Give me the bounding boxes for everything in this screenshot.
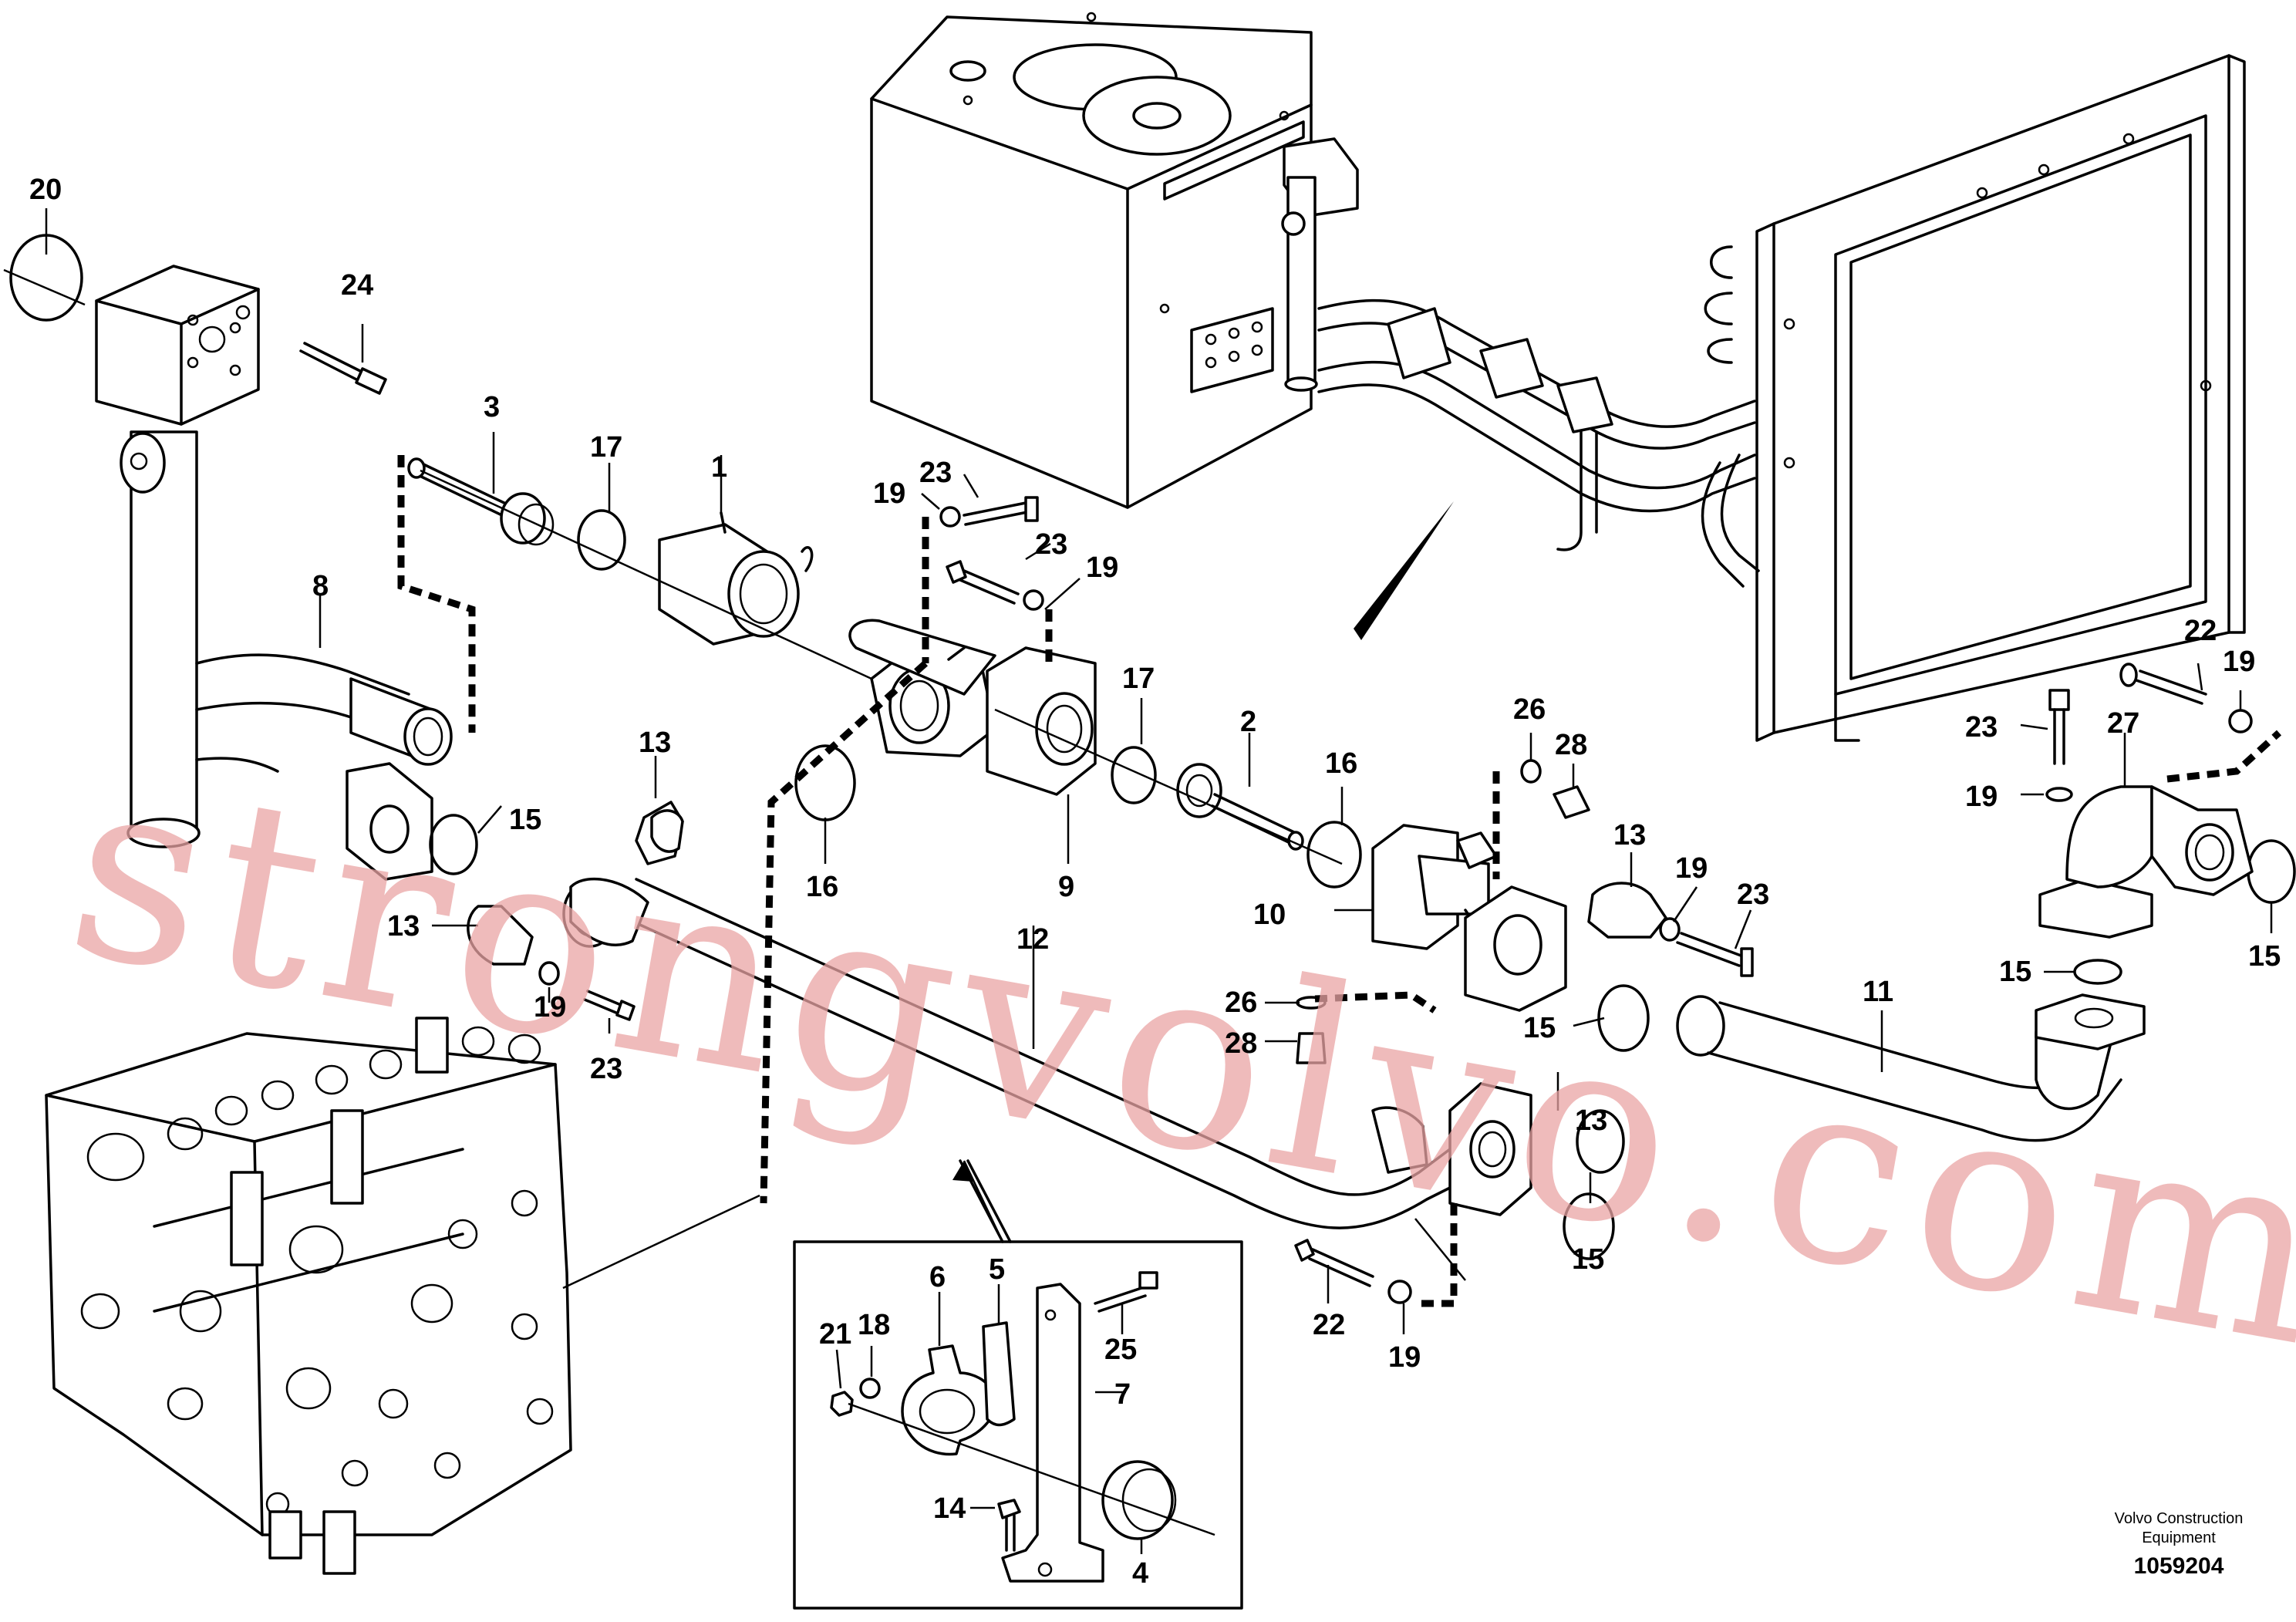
callout-19: 19 [1965,781,1998,813]
elbow-27 [2038,733,2254,939]
callout-23: 23 [1965,711,1998,744]
check-valve-10 [1334,824,1512,969]
callout-5: 5 [989,1253,1005,1286]
callout-8: 8 [312,570,329,602]
document-number: 1059204 [2134,1553,2224,1579]
centerline-a [420,469,872,680]
callout-26: 26 [1513,693,1546,726]
callout-22: 22 [2184,615,2217,647]
callout-19: 19 [2223,646,2255,678]
callout-19: 19 [534,991,566,1023]
control-valve-block [45,1017,760,1575]
callout-22: 22 [1313,1309,1345,1341]
o-ring-16-right [1306,787,1362,889]
callout-3: 3 [484,391,500,423]
callout-18: 18 [858,1309,890,1341]
hose-8 [120,430,453,848]
callout-19: 19 [873,477,905,510]
o-ring-17-right [1111,698,1157,804]
callout-19: 19 [1086,551,1118,584]
callout-15: 15 [1523,1012,1556,1044]
callout-25: 25 [1104,1334,1137,1366]
callout-10: 10 [1253,899,1286,931]
hydraulic-tank [870,12,1313,509]
screw-14 [970,1499,1021,1552]
centerline-d [848,1402,1215,1536]
callout-28: 28 [1555,729,1587,761]
callout-12: 12 [1017,923,1049,956]
callout-9: 9 [1058,871,1074,903]
cooler-hoses [1281,137,1760,588]
callout-16: 16 [806,871,838,903]
centerline-b [994,708,1343,865]
callout-13: 13 [1613,819,1646,851]
caption-line-2: Equipment [2142,1529,2216,1546]
flange-clamp-13-center [1464,852,1754,1012]
callout-15: 15 [509,804,541,836]
callout-20: 20 [29,174,62,206]
screw-22-19-bottom [1294,1239,1412,1334]
callout-17: 17 [590,431,622,464]
bracket-7 [1001,1283,1126,1583]
screw-24 [299,324,387,395]
callout-23: 23 [590,1053,622,1085]
callout-6: 6 [929,1261,946,1293]
callout-15: 15 [1572,1243,1604,1276]
caption-line-1: Volvo Construction [2115,1510,2244,1527]
callout-23: 23 [1737,878,1769,911]
pipe-12 [569,877,1559,1229]
callout-19: 19 [1675,852,1708,885]
callout-14: 14 [933,1492,966,1525]
tee-fitting-9 [848,619,1097,864]
callout-13: 13 [1575,1104,1607,1137]
o-ring-20 [3,208,86,322]
callout-23: 23 [919,457,952,489]
publisher-caption: Volvo Construction Equipment 1059204 [2115,1510,2244,1579]
screw-22-19-right [2020,663,2253,802]
callout-27: 27 [2107,707,2139,740]
screw-25 [1094,1271,1158,1334]
nut-21-washer-18 [830,1346,881,1417]
sleeve-4 [1101,1460,1177,1554]
callout-1: 1 [711,451,727,484]
callout-23: 23 [1035,528,1067,561]
callout-13: 13 [387,910,420,943]
fitting-3 [407,432,555,546]
o-ring-15-bottom [1563,1192,1615,1260]
callout-7: 7 [1114,1378,1131,1411]
o-ring-16-left [794,744,856,864]
callout-11: 11 [1863,976,1893,1008]
callout-15: 15 [2248,940,2281,973]
callout-labels: 20 24 3 17 1 23 19 23 19 8 17 2 26 28 13… [29,174,2281,1590]
oil-cooler [1704,54,2246,742]
callout-26: 26 [1225,986,1257,1019]
pipe-11 [1676,993,2146,1142]
callout-24: 24 [341,269,373,302]
callout-16: 16 [1325,747,1357,780]
callout-15: 15 [1999,956,2031,988]
bracket-5 [982,1284,1016,1427]
callout-13: 13 [639,727,671,759]
callout-21: 21 [819,1318,851,1351]
connection-dashes [397,455,2282,1307]
fitting-2 [1176,733,1304,851]
o-ring-15-group [1573,839,2296,1203]
detail-inset [793,1159,1243,1610]
callout-19: 19 [1388,1341,1421,1374]
o-ring-17-left [577,463,626,571]
screw-23-right [946,542,1081,611]
callout-4: 4 [1132,1557,1148,1590]
direction-arrow [1354,501,1454,640]
clamp-coupling-1 [658,455,814,646]
plug-28-bottom [1265,996,1327,1064]
screw-23-top [921,474,1039,528]
callout-2: 2 [1240,706,1256,738]
callout-17: 17 [1122,663,1155,695]
plug-28-top [1520,733,1590,819]
pressure-block [95,265,260,426]
clamp-6 [901,1292,996,1456]
callout-28: 28 [1225,1027,1257,1060]
